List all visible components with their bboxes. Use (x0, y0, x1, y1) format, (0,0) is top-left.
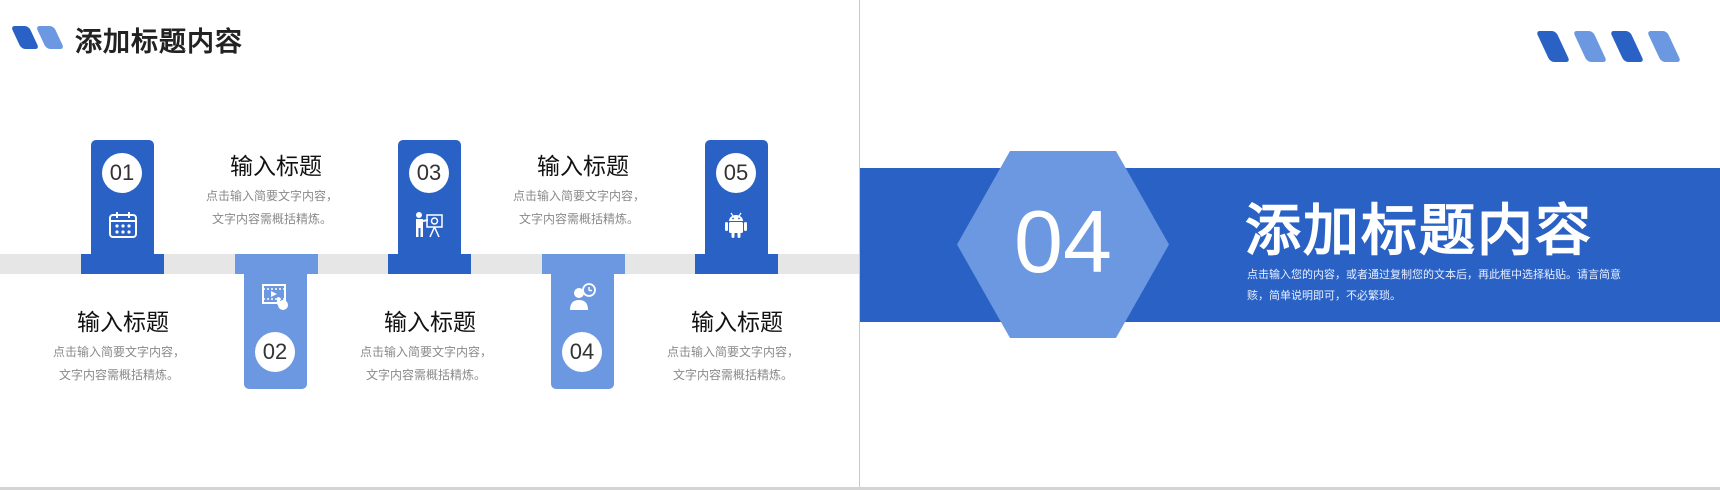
deco-light-parallelogram-1 (1572, 31, 1608, 62)
card-base (388, 254, 471, 274)
step-number-badge: 04 (562, 332, 602, 372)
slide-divider (859, 0, 860, 487)
item-title-05: 输入标题 (691, 310, 783, 336)
item-desc-01-line1: 点击输入简要文字内容， (205, 189, 338, 203)
item-desc-02-line1: 点击输入简要文字内容， (52, 345, 185, 359)
calendar-icon (109, 212, 137, 238)
item-desc-05-line2: 文字内容需概括精炼。 (672, 368, 793, 382)
slide-thumbnail-left[interactable]: 添加标题内容 01 输入标题 点击输入简要文字内容， 文字内容需概括精炼。 (0, 0, 859, 487)
card-base (81, 254, 164, 274)
logo-light-parallelogram (35, 26, 65, 49)
slide-thumbnail-right[interactable]: 04 添加标题内容 点击输入您的内容，或者通过复制您的文本后，再此框中选择粘贴。… (860, 0, 1720, 487)
item-desc-01-line2: 文字内容需概括精炼。 (211, 212, 332, 226)
presenter-icon (416, 212, 443, 238)
logo-dark-parallelogram (10, 26, 40, 49)
item-title-02: 输入标题 (77, 310, 169, 336)
user-clock-icon (570, 283, 596, 310)
step-number-badge: 05 (716, 153, 756, 193)
deco-dark-parallelogram-2 (1609, 31, 1645, 62)
card-base (542, 254, 625, 274)
card-base (695, 254, 778, 274)
card-base (235, 254, 318, 274)
item-title-03: 输入标题 (537, 154, 629, 180)
item-title-04: 输入标题 (384, 310, 476, 336)
item-desc-02-line2: 文字内容需概括精炼。 (58, 368, 179, 382)
section-title: 添加标题内容 (1245, 199, 1593, 264)
video-touch-icon (262, 284, 288, 310)
item-desc-04-line1: 点击输入简要文字内容， (359, 345, 492, 359)
deco-light-parallelogram-2 (1646, 31, 1682, 62)
step-number-badge: 01 (102, 153, 142, 193)
item-desc-04-line2: 文字内容需概括精炼。 (365, 368, 486, 382)
item-desc-03-line1: 点击输入简要文字内容， (512, 189, 645, 203)
bottom-border (0, 487, 1720, 490)
step-number-badge: 03 (409, 153, 449, 193)
deco-dark-parallelogram-1 (1535, 31, 1571, 62)
slide-title: 添加标题内容 (75, 27, 243, 58)
android-icon (725, 212, 747, 238)
item-desc-03-line2: 文字内容需概括精炼。 (518, 212, 639, 226)
item-desc-05-line1: 点击输入简要文字内容， (666, 345, 799, 359)
section-description: 点击输入您的内容，或者通过复制您的文本后，再此框中选择粘贴。请言简意赅，简单说明… (1247, 268, 1621, 302)
item-title-01: 输入标题 (230, 154, 322, 180)
step-number-badge: 02 (255, 332, 295, 372)
section-number: 04 (1014, 192, 1112, 291)
